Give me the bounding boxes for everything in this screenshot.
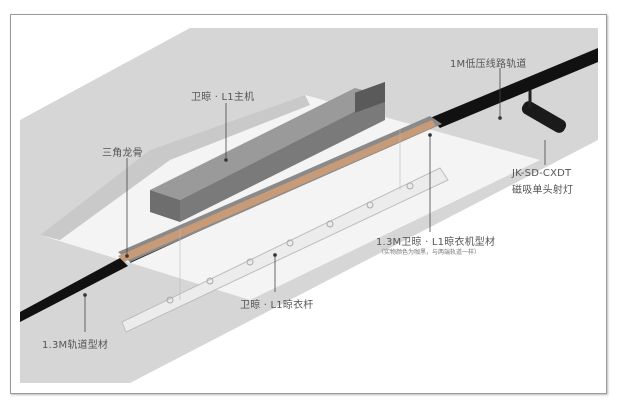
label-spotlight-name: 磁吸单头射灯	[512, 185, 574, 196]
track-1m	[430, 48, 598, 128]
label-main-unit: 卫晾 · L1主机	[191, 92, 255, 103]
main-unit-front	[150, 190, 180, 222]
wood-strip	[118, 120, 436, 262]
drying-rod	[121, 167, 449, 333]
main-unit-top	[150, 88, 385, 200]
label-track-1-3m: 1.3M轨道型材	[42, 340, 109, 351]
label-profile: 1.3M卫晾 · L1晾衣机型材	[376, 237, 496, 248]
ceiling-opening-shade	[40, 95, 310, 240]
label-rod: 卫晾 · L1晾衣杆	[240, 300, 314, 311]
track-1-3m	[20, 258, 128, 322]
main-unit-side	[180, 96, 385, 222]
spotlight-body	[521, 101, 567, 133]
label-spotlight-model: JK-SD-CXDT	[512, 168, 572, 179]
label-profile-note: （实物颜色为咖黑，与两端轨道一样）	[378, 249, 481, 256]
label-track-1m: 1M低压线路轨道	[450, 59, 527, 70]
label-keel: 三角龙骨	[102, 148, 143, 159]
